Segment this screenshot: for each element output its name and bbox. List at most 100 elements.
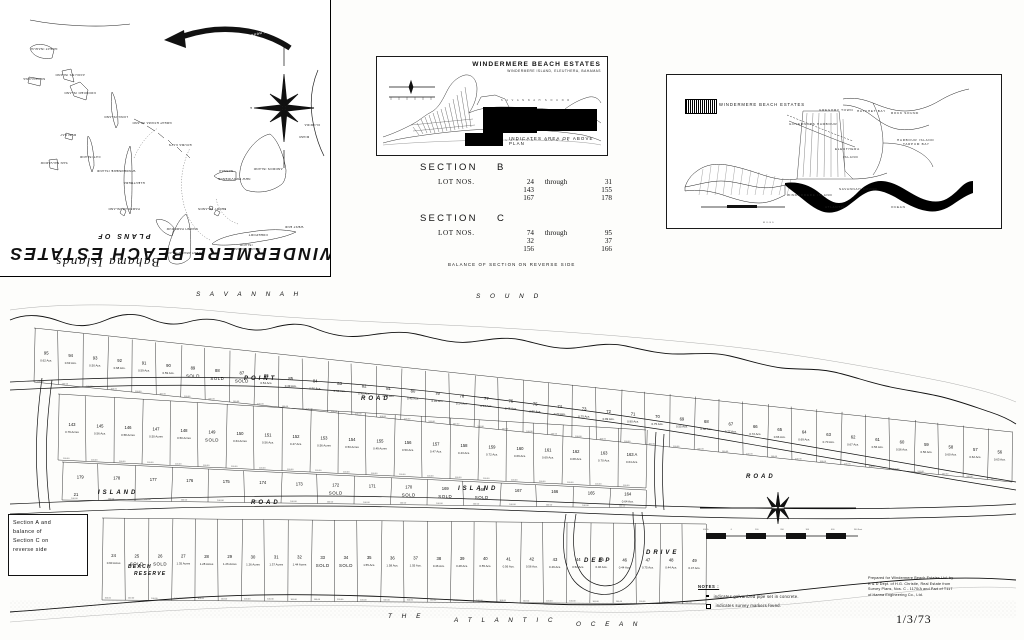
lot-from: 143	[523, 186, 534, 194]
lot-acreage: 0.70 Acs.	[598, 459, 610, 463]
lot-band-bottom-edge	[33, 381, 1013, 483]
lot-boundary-line	[497, 377, 499, 430]
bahama-place-label: ELEUTHERA	[123, 181, 145, 185]
lot-dimension: 100.00	[306, 408, 313, 410]
lot-dimension: 100.00	[685, 601, 692, 603]
reverse-note-line2: balance of	[13, 528, 42, 535]
lot-boundary-line	[243, 470, 245, 503]
lot-dimension: 100.00	[595, 484, 602, 486]
lot-boundary-line	[450, 521, 452, 603]
lot-acreage: 0.48 Acs.	[383, 394, 395, 398]
survey-marker-symbol	[706, 604, 711, 609]
key-plan-legend-swatch	[465, 133, 503, 146]
lot-acreage: 0.62 Acs.	[40, 358, 52, 362]
lot-dimension: 100.00	[181, 499, 188, 501]
lot-number: 163 A	[627, 452, 638, 457]
locator-legend-swatch	[685, 99, 717, 114]
scale-tick-label: 400 ft.	[703, 528, 709, 531]
lot-acreage: 0.72 Acs.	[486, 453, 498, 457]
lot-acreage: 0.56 Acs.	[94, 431, 106, 435]
note-item: indicates galvanized pipe set in concret…	[706, 594, 858, 599]
lot-dimension: 100.00	[746, 453, 753, 455]
lot-boundary-line	[380, 520, 383, 602]
beach-reserve-label-2: RESERVE	[134, 571, 166, 577]
lot-dimension: 100.00	[509, 504, 516, 506]
reverse-note-line1: Section A and	[13, 520, 52, 526]
scale-tick-label: 0	[731, 529, 733, 531]
reverse-note-line4: reverse side	[13, 546, 48, 553]
lot-number: 26	[158, 553, 163, 558]
svg-text:A T L A N T I C: A T L A N T I C	[495, 139, 535, 142]
lot-boundary-line	[57, 330, 59, 385]
lot-acreage: 0.58 Acs.	[334, 389, 346, 393]
lot-number: 143	[69, 422, 77, 427]
lot-nos-label: LOT NOS.	[438, 229, 475, 237]
bahama-place-label: ACKLINS ISLAND	[55, 73, 85, 77]
compass-w-label: W	[311, 106, 314, 110]
locator-place-label: ATLANTIC	[825, 205, 846, 209]
lot-row: 156 166	[438, 245, 620, 253]
bahama-place-label: SAN SALVADOR	[40, 161, 68, 165]
lot-dimension: 100.00	[231, 466, 238, 468]
compass-e-label: E	[249, 106, 252, 110]
lot-acreage: 0.44 Acs.	[665, 566, 677, 570]
lot-number: 27	[181, 554, 186, 559]
lot-number: 40	[483, 556, 488, 561]
lot-boundary-line	[196, 402, 199, 467]
lot-boundary-line	[595, 387, 597, 440]
lot-number: 70	[655, 414, 660, 419]
lot-number: 166	[551, 489, 559, 494]
lot-number: 174	[259, 480, 267, 485]
bahama-place-label: NEW PROVIDENCE	[217, 177, 251, 181]
section-b-heading: SECTION B	[420, 162, 620, 173]
lot-acreage: 1.55 Acs.	[363, 563, 375, 567]
lot-dimension: 100.00	[105, 598, 112, 600]
lot-number: 66	[753, 424, 758, 429]
lot-acreage: 1.37 Acres	[269, 562, 283, 566]
section-c-lots: LOT NOS. 74 through 95 32 37 156 166	[438, 229, 620, 253]
lot-acreage: 0.63 Acs.	[65, 361, 77, 365]
lot-dimension: 100.00	[198, 598, 205, 600]
lot-acreage: 0.60 Acs.	[945, 453, 957, 457]
lot-number: 171	[369, 484, 377, 489]
locator-place-label: GOVERNORS HARBOUR	[789, 122, 838, 126]
section-b-letter: B	[497, 162, 506, 173]
lot-boundary-line	[253, 353, 256, 405]
lot-acreage: 0.77 Acs.	[725, 430, 737, 434]
lot-dimension: 100.00	[523, 600, 530, 602]
lot-dimension: 100.00	[453, 423, 460, 425]
lot-acreage: 0.67 Acs.	[847, 442, 859, 446]
lot-number: 71	[631, 411, 636, 416]
credit-line: Survey Plans, Nos. C - 1170/A and Part o…	[868, 587, 953, 592]
sold-stamp: SOLD	[205, 437, 219, 442]
lot-acreage: 0.62 Acs.	[969, 455, 981, 459]
key-plan-legend-label: INDICATES AREA OF ABOVE PLAN	[509, 136, 594, 146]
lot-number: 165	[588, 490, 596, 495]
flight-route-arrow	[164, 26, 292, 51]
lot-dimension: 100.00	[233, 401, 240, 403]
lot-number: 154	[349, 437, 357, 442]
lot-acreage: 0.75 Acs.	[642, 566, 654, 570]
lot-boundary-line	[33, 327, 36, 383]
lot-band-top-edge	[61, 461, 647, 491]
lot-dimension: 100.00	[477, 426, 484, 428]
lot-number: 91	[142, 360, 147, 365]
lot-dimension: 100.00	[404, 418, 411, 420]
lot-boundary-line	[356, 520, 358, 602]
lot-number: 152	[293, 434, 301, 439]
lot-dimension: 100.00	[771, 456, 778, 458]
bahama-place-label: FREEPORT	[248, 233, 268, 237]
sold-stamp: SOLD	[186, 374, 200, 379]
lot-boundary-line	[888, 417, 890, 470]
lot-dimension: 100.00	[917, 471, 924, 473]
bahama-place-label: ANDROS ISLAND	[253, 167, 283, 171]
the-label: T H E	[388, 613, 424, 620]
lot-dimension: 100.00	[455, 477, 462, 479]
lot-dimension: 100.00	[966, 476, 973, 478]
lot-band-bottom-edge	[57, 459, 647, 489]
lot-number: 175	[223, 479, 231, 484]
lot-number: 33	[320, 555, 325, 560]
lot-dimension: 100.00	[267, 599, 274, 601]
